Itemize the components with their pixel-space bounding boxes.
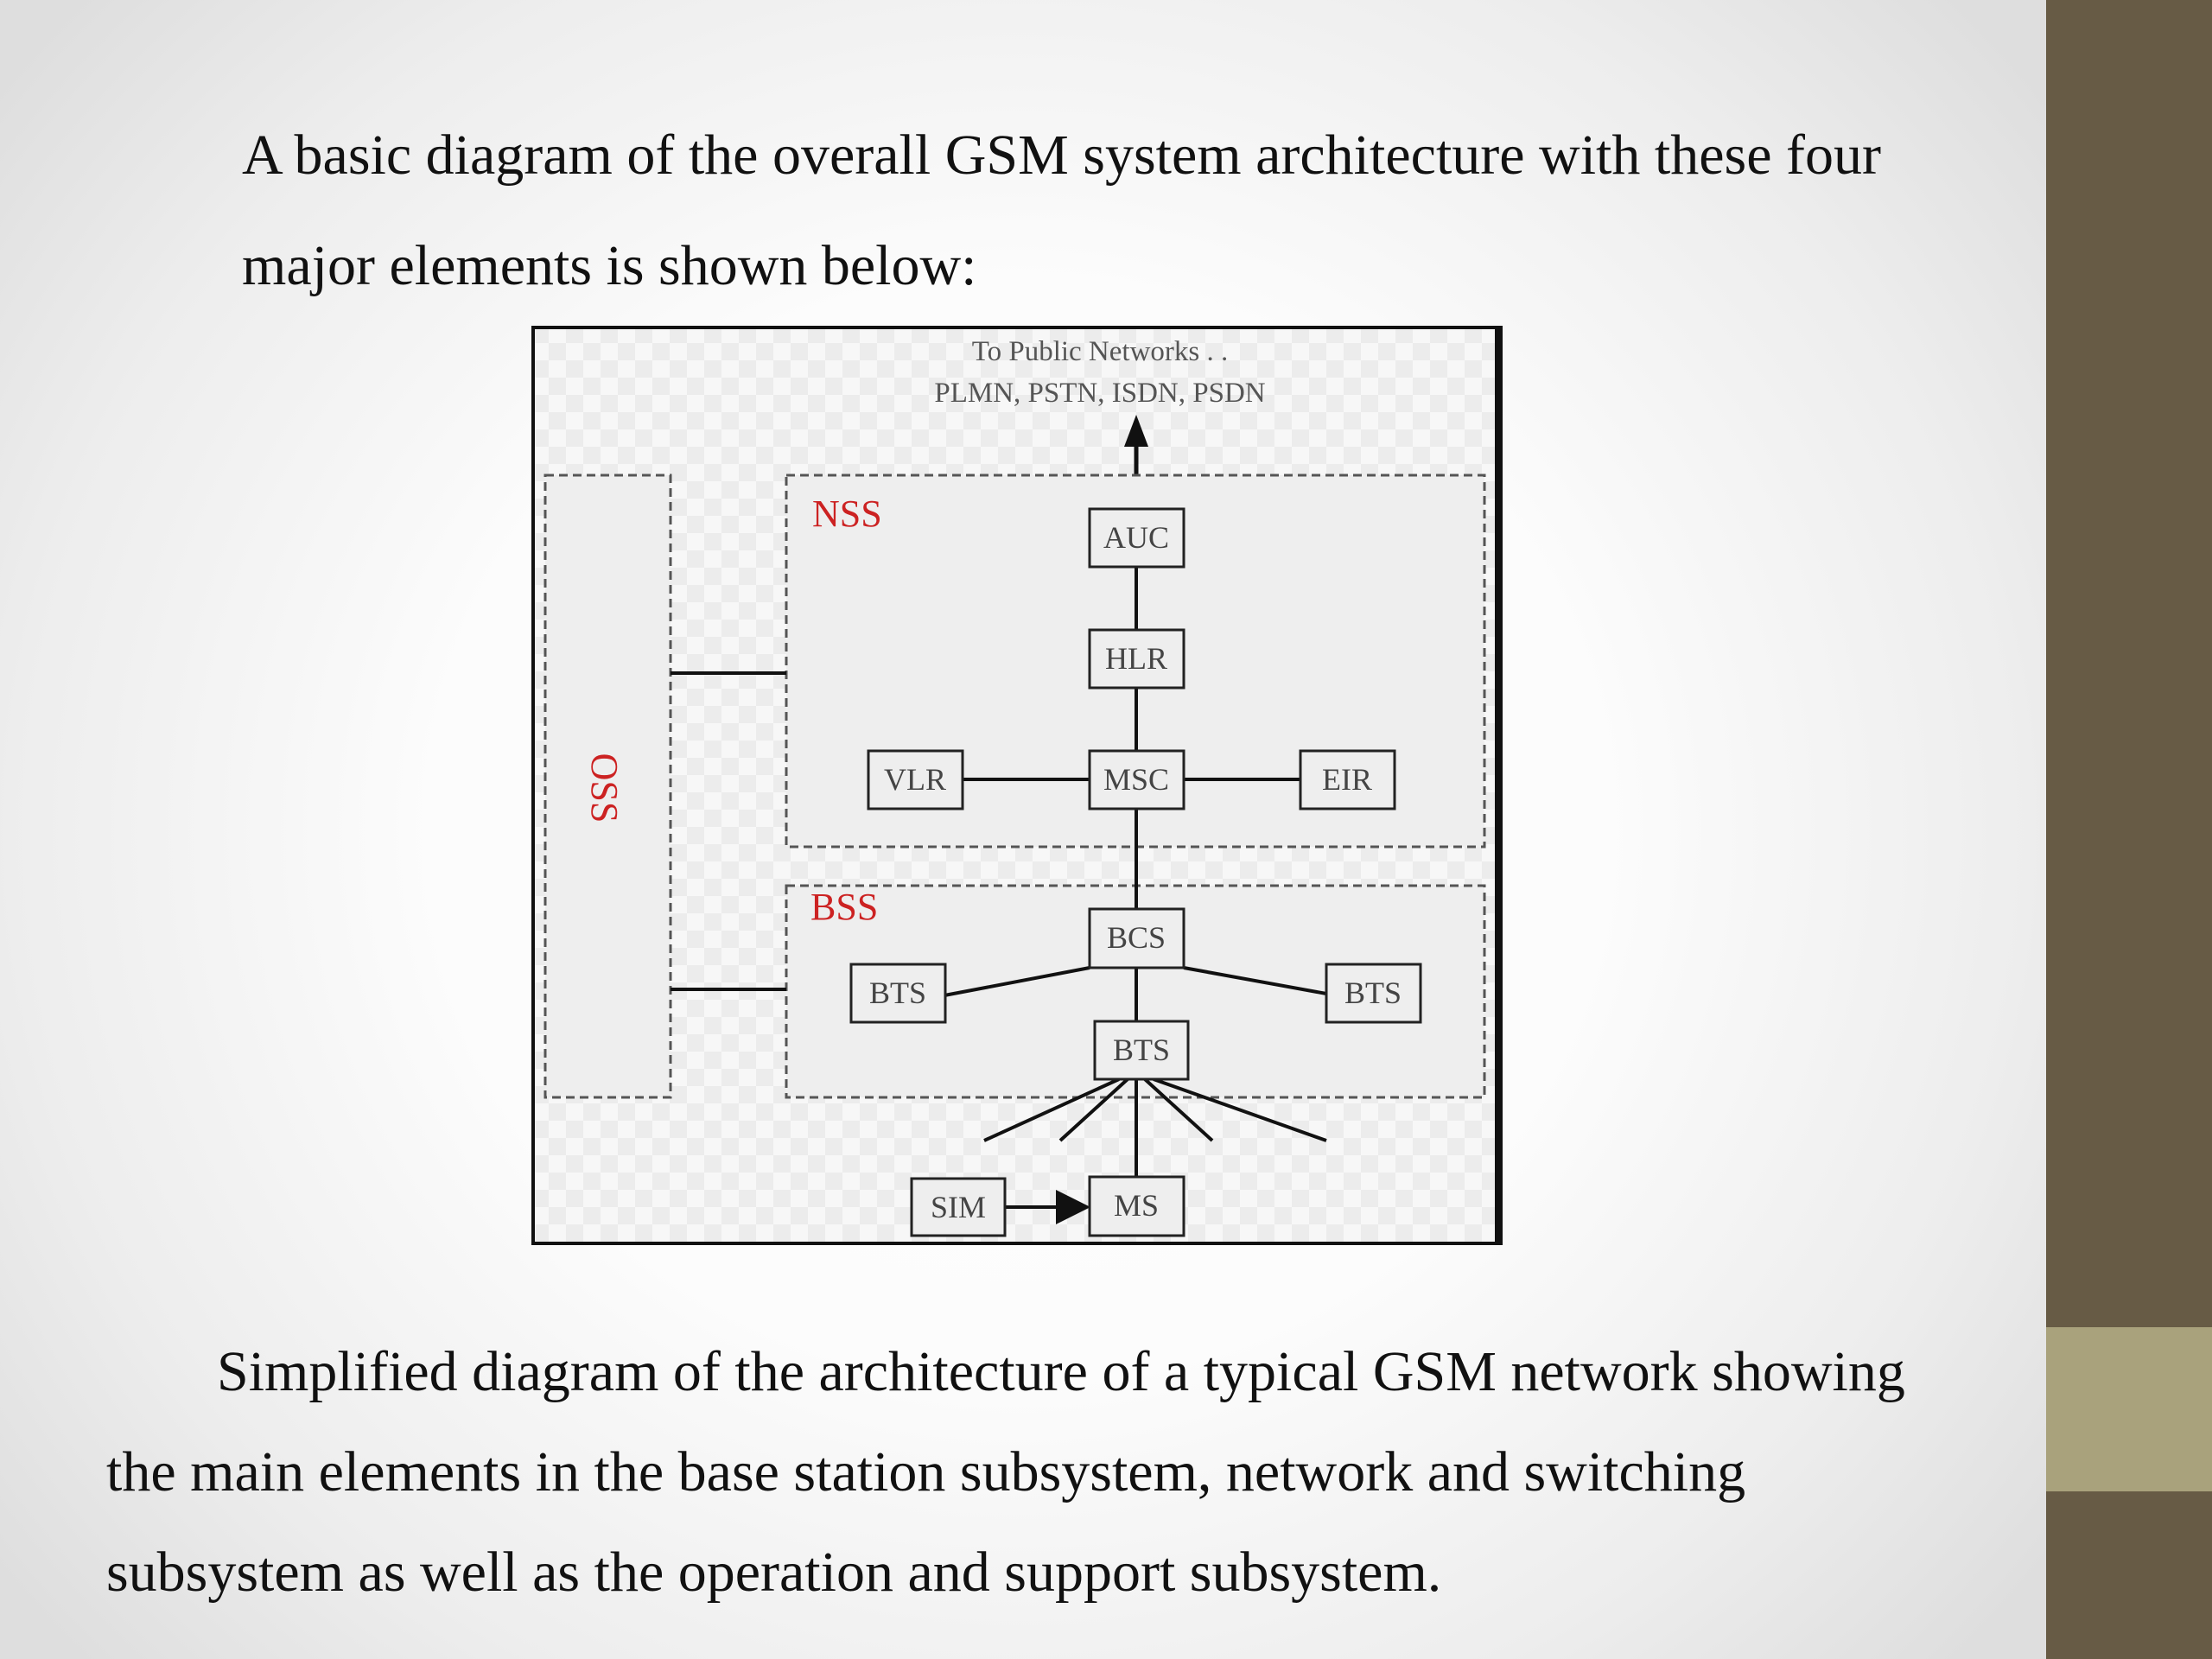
eir-label: EIR: [1322, 762, 1372, 797]
bts-right-node: BTS: [1325, 963, 1422, 1024]
ms-node: MS: [1088, 1175, 1185, 1237]
public-networks-label: To Public Networks . .: [972, 336, 1229, 367]
bss-label: BSS: [810, 886, 878, 928]
bcs-node: BCS: [1088, 907, 1185, 969]
vlr-node: VLR: [867, 749, 964, 810]
up-arrow-icon: [1124, 415, 1148, 447]
bts-left-node: BTS: [849, 963, 947, 1024]
bts-center-node: BTS: [1093, 1020, 1190, 1081]
intro-paragraph: A basic diagram of the overall GSM syste…: [242, 124, 1881, 297]
caption-paragraph: Simplified diagram of the architecture o…: [106, 1340, 1905, 1604]
oss-group: [543, 474, 672, 1099]
msc-node: MSC: [1088, 749, 1185, 810]
bcs-label: BCS: [1107, 920, 1166, 955]
bcs-bts-right-link: [1183, 966, 1327, 995]
sim-label: SIM: [931, 1190, 986, 1224]
oss-label: OSS: [583, 753, 626, 823]
bts-center-label: BTS: [1113, 1033, 1170, 1067]
msc-label: MSC: [1103, 762, 1169, 797]
auc-label: AUC: [1103, 520, 1169, 555]
slide-sidebar-accent: [2046, 1327, 2212, 1491]
hlr-node: HLR: [1088, 628, 1185, 690]
bts-right-label: BTS: [1344, 976, 1402, 1010]
vlr-label: VLR: [884, 762, 946, 797]
public-networks-list: PLMN, PSTN, ISDN, PSDN: [934, 378, 1265, 409]
auc-node: AUC: [1088, 507, 1185, 569]
gsm-architecture-diagram: To Public Networks . . PLMN, PSTN, ISDN,…: [531, 326, 1503, 1245]
bcs-bts-left-link: [944, 966, 1090, 997]
hlr-label: HLR: [1105, 641, 1167, 676]
nss-label: NSS: [812, 493, 882, 535]
bts-left-label: BTS: [869, 976, 926, 1010]
ms-label: MS: [1114, 1188, 1159, 1223]
sim-node: SIM: [910, 1177, 1007, 1237]
eir-node: EIR: [1299, 749, 1396, 810]
